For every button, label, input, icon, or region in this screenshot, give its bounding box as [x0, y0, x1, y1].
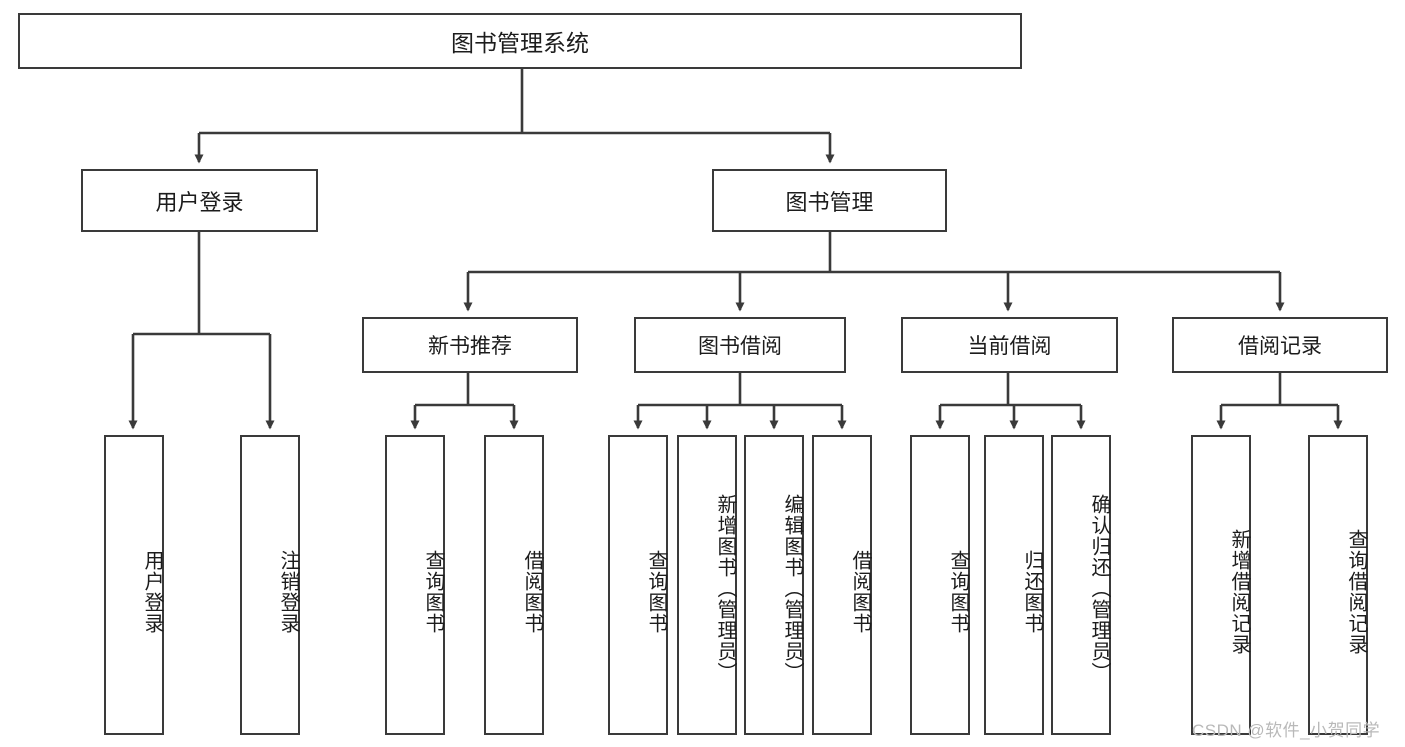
- node-leaf-query-book-1-label: 查询图书: [422, 550, 444, 634]
- node-leaf-borrow-book-2-label: 借阅图书: [849, 550, 871, 634]
- node-current-borrow[interactable]: 当前借阅: [901, 317, 1118, 373]
- node-borrow-record[interactable]: 借阅记录: [1172, 317, 1388, 373]
- node-leaf-edit-book-label: 编辑图书（管理员）: [781, 493, 803, 683]
- node-book-borrow-label: 图书借阅: [698, 335, 782, 358]
- node-leaf-query-book-3[interactable]: 查询图书: [910, 435, 970, 735]
- node-user-login-label: 用户登录: [155, 189, 244, 215]
- node-leaf-query-record[interactable]: 查询借阅记录: [1308, 435, 1368, 735]
- node-leaf-add-book[interactable]: 新增图书（管理员）: [677, 435, 737, 735]
- node-leaf-query-book-2[interactable]: 查询图书: [608, 435, 668, 735]
- node-leaf-borrow-book-1-label: 借阅图书: [521, 550, 543, 634]
- node-leaf-add-record[interactable]: 新增借阅记录: [1191, 435, 1251, 735]
- node-leaf-borrow-book-2[interactable]: 借阅图书: [812, 435, 872, 735]
- node-leaf-logout-label: 注销登录: [277, 550, 299, 634]
- node-leaf-query-record-label: 查询借阅记录: [1345, 529, 1367, 655]
- node-book-manage-label: 图书管理: [785, 189, 874, 215]
- node-leaf-logout[interactable]: 注销登录: [240, 435, 300, 735]
- node-root[interactable]: 图书管理系统: [18, 13, 1022, 69]
- node-leaf-user-login-label: 用户登录: [141, 550, 163, 634]
- node-leaf-query-book-2-label: 查询图书: [645, 550, 667, 634]
- node-user-login[interactable]: 用户登录: [81, 169, 318, 232]
- node-leaf-add-book-label: 新增图书（管理员）: [714, 493, 736, 683]
- node-leaf-add-record-label: 新增借阅记录: [1228, 529, 1250, 655]
- node-leaf-return-book-label: 归还图书: [1021, 550, 1043, 634]
- node-leaf-query-book-3-label: 查询图书: [947, 550, 969, 634]
- node-leaf-confirm-return[interactable]: 确认归还（管理员）: [1051, 435, 1111, 735]
- node-book-manage[interactable]: 图书管理: [712, 169, 947, 232]
- node-leaf-user-login[interactable]: 用户登录: [104, 435, 164, 735]
- node-leaf-borrow-book-1[interactable]: 借阅图书: [484, 435, 544, 735]
- node-leaf-return-book[interactable]: 归还图书: [984, 435, 1044, 735]
- csdn-watermark: CSDN @软件_小贺同学: [1192, 721, 1381, 740]
- node-new-book-rec-label: 新书推荐: [428, 335, 512, 358]
- node-leaf-edit-book[interactable]: 编辑图书（管理员）: [744, 435, 804, 735]
- node-leaf-confirm-return-label: 确认归还（管理员）: [1088, 493, 1110, 683]
- node-root-label: 图书管理系统: [451, 30, 589, 56]
- node-book-borrow[interactable]: 图书借阅: [634, 317, 846, 373]
- node-leaf-query-book-1[interactable]: 查询图书: [385, 435, 445, 735]
- node-borrow-record-label: 借阅记录: [1238, 335, 1322, 358]
- node-new-book-rec[interactable]: 新书推荐: [362, 317, 578, 373]
- node-current-borrow-label: 当前借阅: [967, 335, 1052, 358]
